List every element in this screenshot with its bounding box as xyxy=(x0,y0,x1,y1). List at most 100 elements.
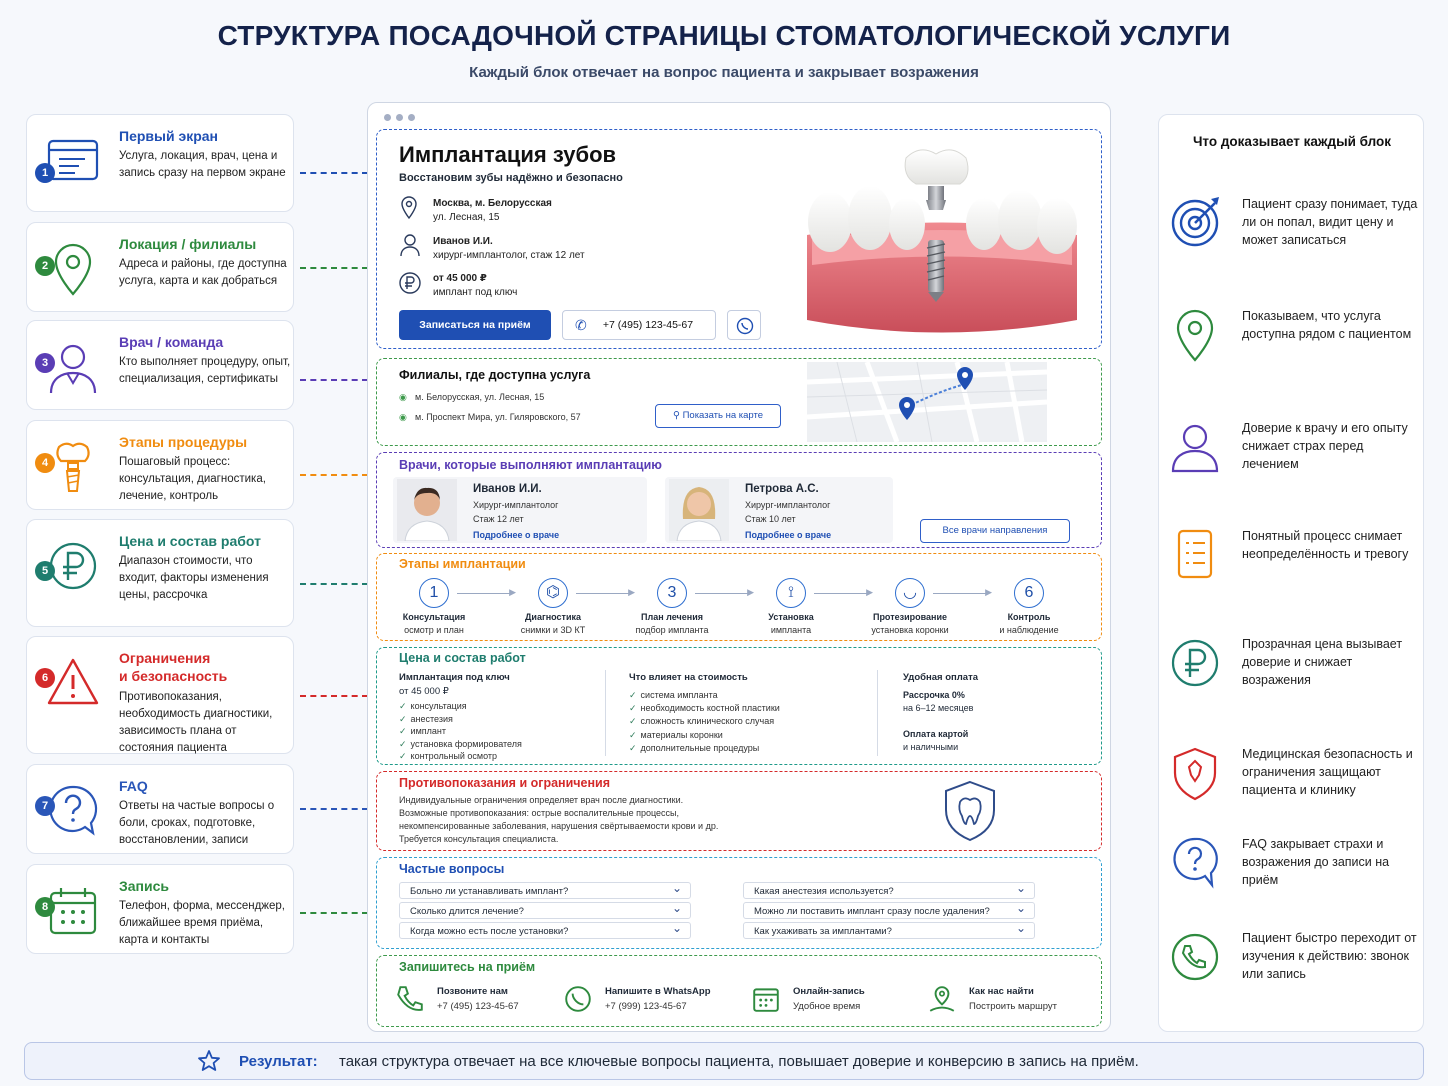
right-item-2: Показываем, что услуга доступна рядом с … xyxy=(1169,307,1419,367)
check-item: ✓контрольный осмотр xyxy=(399,751,498,761)
branch-1: м. Белорусская, ул. Лесная, 15 xyxy=(415,392,545,402)
check-icon: ✓ xyxy=(629,716,637,727)
hero-price: от 45 000 ₽ xyxy=(433,273,487,284)
page-title: СТРУКТУРА ПОСАДОЧНОЙ СТРАНИЦЫ СТОМАТОЛОГ… xyxy=(217,20,1231,51)
checklist-icon xyxy=(1177,529,1213,579)
booking-title: Запишитесь на приём xyxy=(399,960,536,974)
left-card-5: 5 Цена и состав работ Диапазон стоимости… xyxy=(26,519,294,627)
connector-arrow xyxy=(300,692,374,700)
hero-address-2: ул. Лесная, 15 xyxy=(433,212,500,223)
right-item-text: FAQ закрывает страхи и возражения до зап… xyxy=(1242,837,1390,887)
left-card-4: 4 Этапы процедуры Пошаговый процесс: кон… xyxy=(26,420,294,510)
doctor-card-2[interactable]: Петрова А.С. Хирург-имплантолог Стаж 10 … xyxy=(665,477,893,543)
procedure-step-5: ◡ Протезирование установка коронки xyxy=(855,578,965,635)
booking-section: Запишитесь на приём Позвоните нам +7 (49… xyxy=(376,955,1102,1027)
booking-option-title: Напишите в WhatsApp xyxy=(605,986,711,997)
left-card-desc: Пошаговый процесс: консультация, диагнос… xyxy=(119,456,266,502)
left-card-6: 6 Ограничения и безопасность Противопока… xyxy=(26,636,294,754)
faq-item[interactable]: Сколько длится лечение? xyxy=(399,901,691,919)
left-card-3: 3 Врач / команда Кто выполняет процедуру… xyxy=(26,320,294,410)
doctor-card-1[interactable]: Иванов И.И. Хирург-имплантолог Стаж 12 л… xyxy=(393,477,647,543)
ruble-icon xyxy=(1171,639,1219,687)
all-doctors-button[interactable]: Все врачи направления xyxy=(920,519,1070,543)
branches-section: Филиалы, где доступна услуга ◉ м. Белору… xyxy=(376,358,1102,446)
left-card-desc: Услуга, локация, врач, цена и запись сра… xyxy=(119,150,286,179)
right-item-3: Доверие к врачу и его опыту снижает стра… xyxy=(1169,419,1419,479)
right-item-text: Понятный процесс снимает неопределённост… xyxy=(1242,529,1409,561)
result-text: такая структура отвечает на все ключевые… xyxy=(339,1053,1139,1070)
whatsapp-button[interactable] xyxy=(727,310,761,340)
contra-line-4: Требуется консультация специалиста. xyxy=(399,834,559,844)
booking-option-1[interactable]: Позвоните нам +7 (495) 123-45-67 xyxy=(395,982,565,1020)
phone-button[interactable]: ✆+7 (495) 123-45-67 xyxy=(562,310,716,340)
book-appointment-button[interactable]: Записаться на приём xyxy=(399,310,551,340)
branch-2: м. Проспект Мира, ул. Гиляровского, 57 xyxy=(415,412,581,422)
doctor-2-name: Петрова А.С. xyxy=(745,483,819,495)
left-card-title: Локация / филиалы xyxy=(119,236,257,252)
faq-item[interactable]: Какая анестезия используется? xyxy=(743,881,1035,899)
doctor-2-link[interactable]: Подробнее о враче xyxy=(745,530,832,540)
hero-doctor-name: Иванов И.И. xyxy=(433,236,493,247)
step-title: Установка xyxy=(768,612,814,622)
step-desc: и наблюдение xyxy=(999,625,1059,635)
left-card-title: Врач / команда xyxy=(119,334,224,350)
right-item-text: Медицинская безопасность и ограничения з… xyxy=(1242,747,1413,797)
check-item: ✓консультация xyxy=(399,701,467,711)
left-card-desc: Телефон, форма, мессенджер, ближайшее вр… xyxy=(119,900,285,946)
divider xyxy=(877,670,878,756)
map-preview[interactable] xyxy=(807,362,1047,442)
step-number-badge: 6 xyxy=(35,668,55,688)
step-desc: установка коронки xyxy=(871,625,949,635)
doctors-title: Врачи, которые выполняют имплантацию xyxy=(399,458,662,472)
steps-title: Этапы имплантации xyxy=(399,557,526,571)
doctor-1-link[interactable]: Подробнее о враче xyxy=(473,530,560,540)
left-card-title: FAQ xyxy=(119,778,148,794)
step-number: 6 xyxy=(1014,578,1044,608)
right-item-4: Понятный процесс снимает неопределённост… xyxy=(1169,527,1419,587)
contraindications-title: Противопоказания и ограничения xyxy=(399,776,611,790)
faq-title: Частые вопросы xyxy=(399,862,505,876)
cost-factors-list: ✓система импланта✓необходимость костной … xyxy=(629,689,780,755)
check-icon: ✓ xyxy=(629,729,637,740)
right-item-7: FAQ закрывает страхи и возражения до зап… xyxy=(1169,835,1419,895)
faq-item[interactable]: Больно ли устанавливать имплант? xyxy=(399,881,691,899)
location-pin-icon xyxy=(54,243,92,296)
left-card-desc: Адреса и районы, где доступна услуга, ка… xyxy=(119,258,287,287)
doctor-1-name: Иванов И.И. xyxy=(473,483,542,495)
booking-option-2[interactable]: Напишите в WhatsApp +7 (999) 123-45-67 xyxy=(563,982,733,1020)
step-desc: импланта xyxy=(770,625,812,635)
booking-option-title: Онлайн-запись xyxy=(793,986,865,997)
pricing-package-list: ✓консультация ✓анестезия ✓имплант ✓установк… xyxy=(399,700,522,763)
show-map-button[interactable]: ⚲ Показать на карте xyxy=(655,404,781,428)
result-label: Результат: xyxy=(239,1053,318,1070)
right-item-text: Пациент быстро переходит от изучения к д… xyxy=(1242,931,1417,981)
check-item: ✓установка формирователя xyxy=(399,738,522,749)
page-subtitle: Каждый блок отвечает на вопрос пациента … xyxy=(469,64,979,81)
check-icon: ✓ xyxy=(629,742,637,753)
check-item: ✓сложность клинического случая xyxy=(629,716,775,727)
booking-option-4[interactable]: Как нас найти Построить маршрут xyxy=(927,982,1097,1020)
doctor-1-exp: Стаж 12 лет xyxy=(473,514,524,524)
procedure-step-2: ⌬ Диагностика снимки и 3D КТ xyxy=(498,578,608,635)
connector-arrow xyxy=(300,264,374,272)
check-item: ✓необходимость костной пластики xyxy=(629,703,780,714)
faq-item[interactable]: Как ухаживать за имплантами? xyxy=(743,921,1035,939)
step-arrow: ▶ xyxy=(695,587,754,597)
faq-item[interactable]: Можно ли поставить имплант сразу после у… xyxy=(743,901,1035,919)
check-item: ✓имплант xyxy=(399,726,446,736)
booking-option-3[interactable]: Онлайн-запись Удобное время xyxy=(751,982,921,1020)
step-icon: ⟟ xyxy=(776,578,806,608)
hero-address-1: Москва, м. Белорусская xyxy=(433,198,552,209)
hero-title: Имплантация зубов xyxy=(399,142,617,167)
phone-icon xyxy=(397,986,423,1011)
right-item-text: Пациент сразу понимает, туда ли он попал… xyxy=(1242,197,1418,247)
step-number-badge: 1 xyxy=(35,163,55,183)
faq-item[interactable]: Когда можно есть после установки? xyxy=(399,921,691,939)
check-icon: ✓ xyxy=(629,703,637,714)
hero-subtitle: Восстановим зубы надёжно и безопасно xyxy=(399,172,623,184)
check-icon: ✓ xyxy=(399,713,407,724)
check-item: ✓анестезия xyxy=(399,713,453,724)
step-number: 3 xyxy=(657,578,687,608)
dental-implant-illustration xyxy=(807,149,1077,333)
pricing-package-price: от 45 000 ₽ xyxy=(399,686,449,697)
